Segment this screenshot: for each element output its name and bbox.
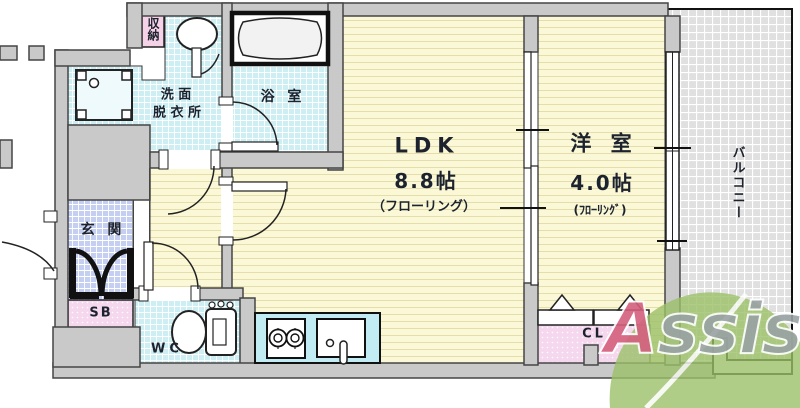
logo-leaf bbox=[609, 292, 800, 408]
wall-segment bbox=[583, 344, 599, 366]
ldk-door-icon bbox=[231, 181, 288, 241]
balcony-window-icon bbox=[665, 51, 680, 251]
wall-segment bbox=[327, 2, 344, 171]
washroom-door-icon bbox=[167, 165, 215, 215]
wall-segment bbox=[523, 15, 539, 53]
sliding-partition-icon bbox=[523, 51, 539, 286]
wall-segment bbox=[523, 282, 539, 366]
wall-segment bbox=[126, 2, 143, 49]
interior-doors bbox=[1, 47, 288, 291]
hallway-floor bbox=[149, 167, 223, 289]
wall-segment bbox=[239, 297, 256, 366]
wall-segment bbox=[54, 49, 69, 366]
wall-segment bbox=[0, 45, 18, 61]
dimension-ticks bbox=[500, 129, 691, 242]
wc-door-icon bbox=[143, 241, 199, 291]
stove-icon bbox=[266, 318, 306, 359]
washbasin-icon bbox=[176, 17, 218, 51]
wall-segment bbox=[126, 2, 669, 17]
wall-segment bbox=[664, 15, 681, 53]
kitchen-sink-icon bbox=[316, 318, 366, 365]
door-jambs bbox=[43, 96, 234, 302]
outside-door-arc bbox=[1, 241, 55, 272]
bathroom-door-icon bbox=[231, 101, 279, 152]
storage-door-icon bbox=[191, 47, 220, 78]
wall-segment bbox=[54, 49, 131, 67]
kitchen-counter bbox=[254, 312, 381, 365]
entrance-double-door-icon bbox=[69, 248, 134, 299]
washing-machine-pan-icon bbox=[75, 69, 133, 121]
wall-segment bbox=[52, 326, 141, 368]
wall-segment bbox=[28, 45, 45, 61]
door-openings bbox=[143, 101, 233, 301]
bathtub-icon bbox=[229, 10, 331, 67]
toilet-icon bbox=[171, 300, 237, 356]
wall-segment bbox=[67, 124, 151, 201]
wall-segment bbox=[0, 139, 13, 169]
closet-folding-doors-icon bbox=[537, 293, 650, 326]
shoe-box-area bbox=[67, 299, 134, 329]
